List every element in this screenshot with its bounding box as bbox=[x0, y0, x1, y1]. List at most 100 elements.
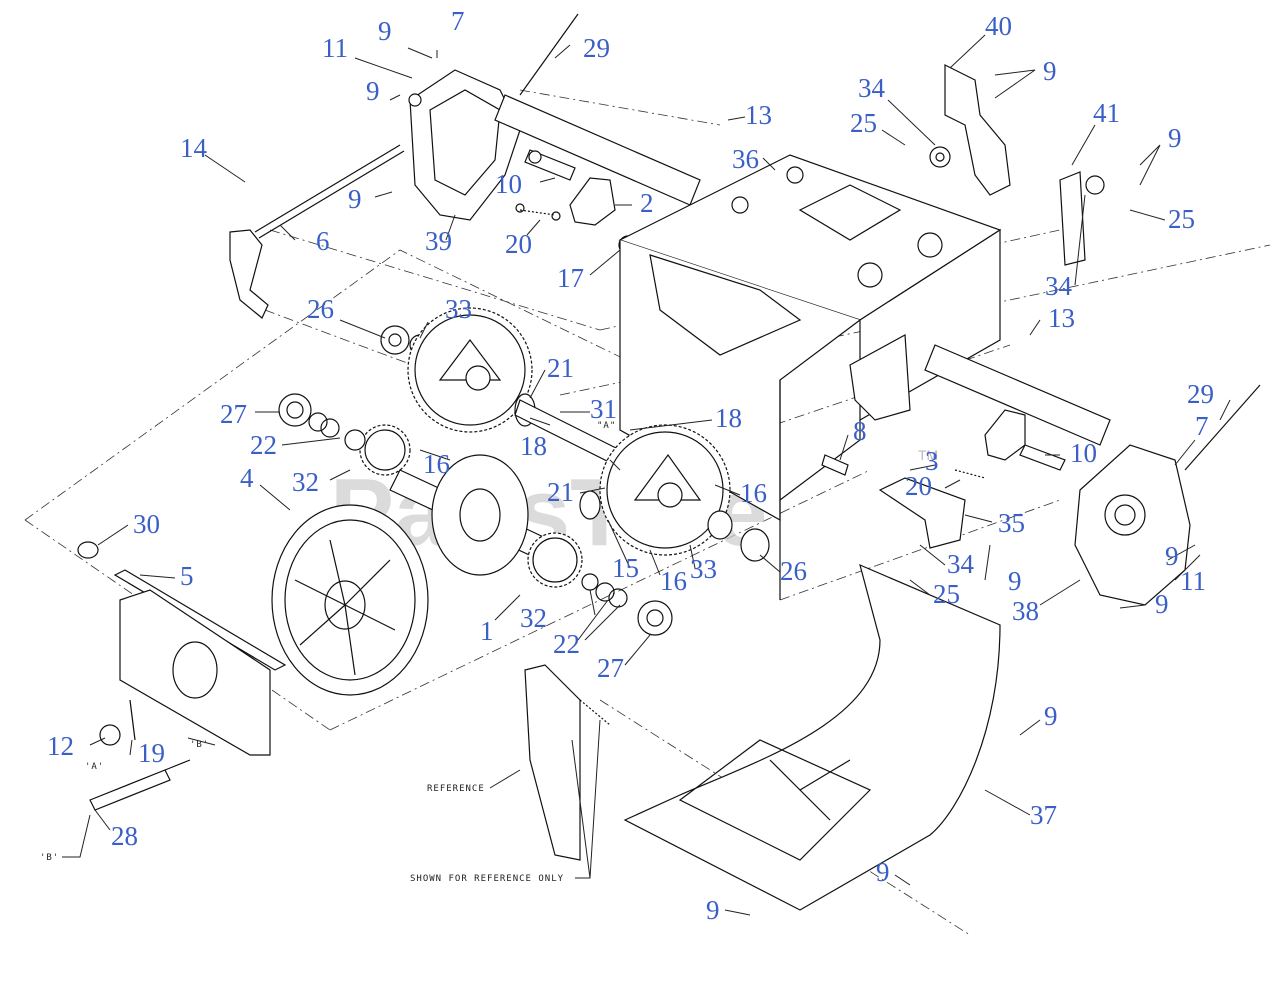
callout-22-left: 22 bbox=[250, 430, 277, 460]
cover-37 bbox=[623, 563, 1001, 911]
callout-34-bottom: 34 bbox=[947, 549, 975, 579]
callout-10-top: 10 bbox=[495, 169, 522, 199]
shaft-10-top bbox=[524, 149, 576, 181]
callout-14: 14 bbox=[180, 133, 208, 163]
hex-shaft-right bbox=[924, 344, 1111, 446]
callout-13-top: 13 bbox=[745, 100, 772, 130]
callout-27-bottom: 27 bbox=[597, 653, 624, 683]
callout-41: 41 bbox=[1093, 98, 1120, 128]
callout-16-a: 16 bbox=[423, 449, 450, 479]
bearing-27-bottom bbox=[637, 600, 673, 636]
bushing-30 bbox=[77, 541, 99, 559]
bracket-2 bbox=[569, 177, 616, 226]
callout-9-i: 9 bbox=[1044, 701, 1058, 731]
bracket-41 bbox=[1059, 171, 1105, 266]
bracket-3 bbox=[984, 409, 1026, 461]
callout-38: 38 bbox=[1012, 596, 1039, 626]
callout-16-b: 16 bbox=[740, 478, 767, 508]
leader-lines bbox=[62, 34, 1231, 916]
callout-32-left: 32 bbox=[292, 467, 319, 497]
callout-8: 8 bbox=[853, 416, 867, 446]
callout-19: 19 bbox=[138, 738, 165, 768]
note-shown-for-reference: SHOWN FOR REFERENCE ONLY bbox=[410, 874, 564, 884]
callout-9-k: 9 bbox=[706, 895, 720, 925]
callout-13-right: 13 bbox=[1048, 303, 1075, 333]
watermark-tm: TM bbox=[918, 447, 938, 463]
callout-4: 4 bbox=[240, 463, 254, 493]
callout-11-right: 11 bbox=[1180, 566, 1206, 596]
callout-7-top: 7 bbox=[451, 6, 465, 36]
gear-33-top bbox=[407, 307, 533, 433]
reference-labels: REFERENCE SHOWN FOR REFERENCE ONLY 'A' "… bbox=[40, 421, 616, 884]
callout-20-right: 20 bbox=[905, 471, 932, 501]
callout-6: 6 bbox=[316, 226, 330, 256]
callout-21-bottom: 21 bbox=[547, 477, 574, 507]
callout-33-top: 33 bbox=[445, 294, 472, 324]
callout-9-a: 9 bbox=[378, 16, 392, 46]
bracket-40 bbox=[929, 64, 1011, 196]
callout-9-g: 9 bbox=[1165, 541, 1179, 571]
spring-19 bbox=[129, 699, 136, 741]
gear-33-bottom bbox=[599, 424, 731, 556]
spring-20-top bbox=[515, 203, 561, 221]
shift-bracket-5 bbox=[113, 569, 287, 756]
callout-5: 5 bbox=[180, 561, 194, 591]
callout-12: 12 bbox=[47, 731, 74, 761]
shaft-10-right bbox=[1019, 444, 1066, 471]
callout-35: 35 bbox=[998, 508, 1025, 538]
callout-15: 15 bbox=[612, 553, 639, 583]
callout-30: 30 bbox=[133, 509, 160, 539]
bushing-26-bottom bbox=[707, 510, 770, 562]
callout-25-right: 25 bbox=[1168, 204, 1195, 234]
callout-29-top: 29 bbox=[583, 33, 610, 63]
callout-2: 2 bbox=[640, 188, 654, 218]
sprocket-32-bottom bbox=[527, 532, 628, 608]
nut-12 bbox=[99, 724, 121, 746]
callout-22-bottom: 22 bbox=[553, 629, 580, 659]
spacer-15 bbox=[579, 490, 601, 520]
callout-18-left: 18 bbox=[520, 431, 547, 461]
callout-10-right: 10 bbox=[1070, 438, 1097, 468]
callout-31: 31 bbox=[590, 394, 617, 424]
callout-1: 1 bbox=[480, 616, 494, 646]
drive-pulley-4 bbox=[271, 504, 429, 696]
callout-20-top: 20 bbox=[505, 229, 532, 259]
friction-wheel bbox=[431, 454, 529, 576]
sprocket-32-top bbox=[344, 424, 411, 476]
callout-9-h: 9 bbox=[1155, 589, 1169, 619]
callout-17: 17 bbox=[557, 263, 584, 293]
callout-9-e: 9 bbox=[1168, 123, 1182, 153]
shift-rod-6 bbox=[229, 144, 405, 319]
spring-20-right bbox=[954, 469, 986, 479]
callout-27-left: 27 bbox=[220, 399, 247, 429]
callout-26-bottom: 26 bbox=[780, 556, 807, 586]
callout-18-right: 18 bbox=[715, 403, 742, 433]
cable-29-top bbox=[519, 13, 579, 96]
pin-8 bbox=[821, 454, 849, 476]
callout-37: 37 bbox=[1030, 800, 1057, 830]
callout-7-right: 7 bbox=[1195, 411, 1209, 441]
callout-9-d: 9 bbox=[1043, 56, 1057, 86]
callout-34-right: 34 bbox=[1045, 271, 1073, 301]
callout-28: 28 bbox=[111, 821, 138, 851]
callout-36: 36 bbox=[732, 144, 759, 174]
callout-33-bottom: 33 bbox=[690, 554, 717, 584]
callout-11-top: 11 bbox=[322, 33, 348, 63]
reference-bracket bbox=[524, 664, 611, 861]
callout-9-c: 9 bbox=[348, 184, 362, 214]
note-reference: REFERENCE bbox=[427, 784, 485, 794]
gear-housing-39 bbox=[408, 69, 521, 221]
callout-29-right: 29 bbox=[1187, 379, 1214, 409]
bracket-35 bbox=[878, 477, 966, 549]
bearing-27-left bbox=[278, 393, 340, 438]
note-a-left: 'A' bbox=[85, 762, 104, 772]
note-b-bracket: 'B' bbox=[190, 740, 209, 750]
callout-9-f: 9 bbox=[1008, 566, 1022, 596]
callout-16-c: 16 bbox=[660, 566, 687, 596]
callout-39: 39 bbox=[425, 226, 452, 256]
callout-40: 40 bbox=[985, 11, 1012, 41]
callout-9-j: 9 bbox=[876, 857, 890, 887]
note-a-shaft: "A" bbox=[597, 421, 616, 431]
callout-26-top: 26 bbox=[307, 294, 334, 324]
